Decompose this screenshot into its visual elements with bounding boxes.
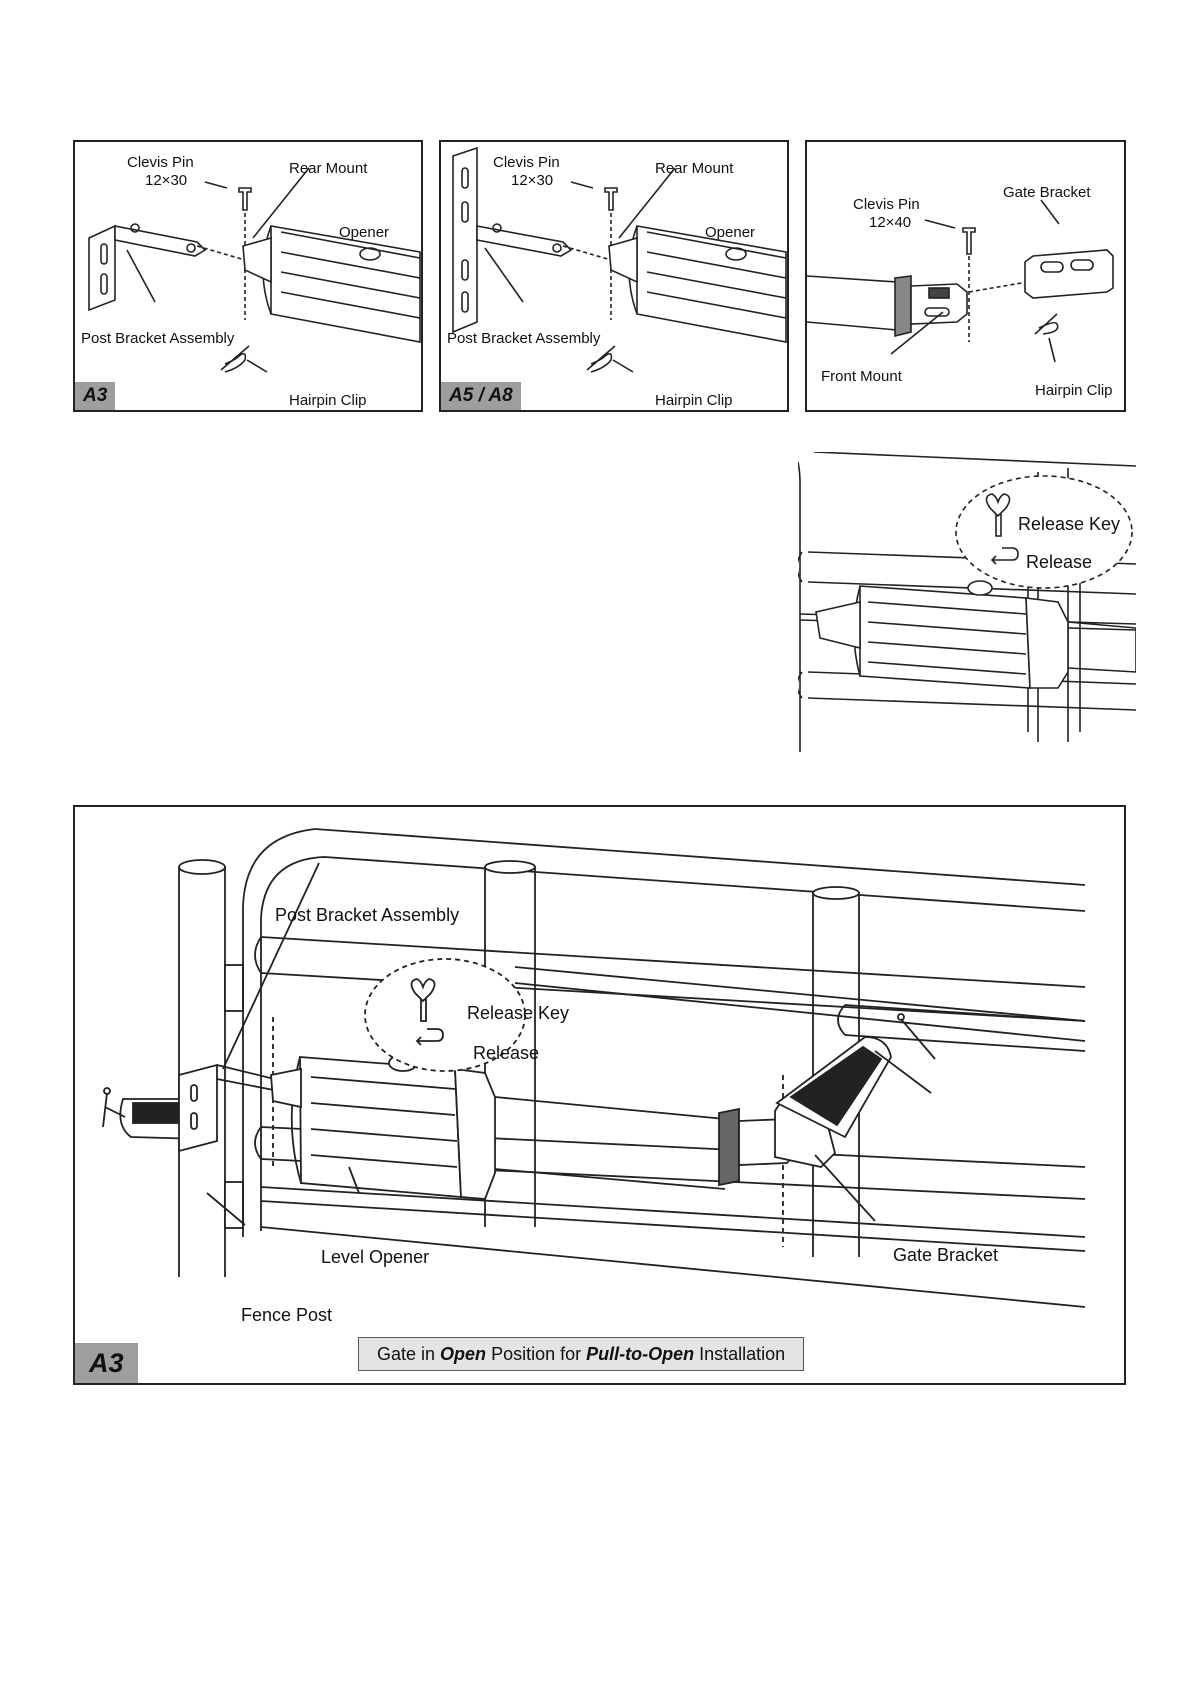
a3-opener-label: Opener (339, 224, 390, 241)
panel-a3-rear-mount: Clevis Pin 12×30 Rear Mount Opener Post … (73, 140, 423, 412)
panel-a5a8-rear-mount: Clevis Pin 12×30 Rear Mount Opener Post … (439, 140, 789, 412)
front-mount-label: Front Mount (821, 368, 902, 385)
main-release-key-label: Release Key (467, 1003, 570, 1023)
main-a3-illustration (102, 828, 1086, 1308)
front-clevis-pin-label: Clevis Pin (853, 196, 920, 213)
a5a8-tag: A5 / A8 (441, 382, 521, 410)
detail-release-label: Release (1026, 552, 1093, 572)
caption-pre: Gate in (377, 1344, 441, 1364)
front-pin-size-label: 12×40 (869, 214, 912, 231)
a3-rear-mount-label: Rear Mount (289, 160, 368, 177)
a5a8-rear-mount-label: Rear Mount (655, 160, 734, 177)
a5a8-clevis-pin-label: Clevis Pin (493, 154, 560, 171)
a3-hairpin-label: Hairpin Clip (289, 392, 367, 409)
main-gate-bracket-label: Gate Bracket (893, 1245, 999, 1265)
detail-release-key-label: Release Key (1018, 514, 1121, 534)
main-release-label: Release (473, 1043, 540, 1063)
main-a3-tag: A3 (75, 1343, 138, 1383)
a3-post-bracket-label: Post Bracket Assembly (81, 330, 235, 347)
caption-pull: Pull-to-Open (586, 1344, 695, 1364)
front-mount-illustration (807, 199, 1114, 363)
main-caption: Gate in Open Position for Pull-to-Open I… (358, 1337, 805, 1371)
a5a8-post-bracket-label: Post Bracket Assembly (447, 330, 601, 347)
front-hairpin-label: Hairpin Clip (1035, 382, 1113, 399)
a5a8-pin-size-label: 12×30 (511, 172, 554, 189)
main-fence-post-label: Fence Post (241, 1305, 333, 1325)
a5a8-rear-mount-illustration (452, 146, 787, 373)
release-detail: Release Key Release (798, 452, 1136, 762)
panel-main-a3: Post Bracket Assembly Release Key Releas… (73, 805, 1126, 1385)
main-level-opener-label: Level Opener (321, 1247, 430, 1267)
a3-clevis-pin-label: Clevis Pin (127, 154, 194, 171)
caption-post: Installation (694, 1344, 786, 1364)
release-detail-illustration (798, 452, 1136, 752)
main-post-bracket-label: Post Bracket Assembly (275, 905, 460, 925)
caption-open: Open (440, 1344, 487, 1364)
a3-small-tag: A3 (75, 382, 116, 410)
a5a8-hairpin-label: Hairpin Clip (655, 392, 733, 409)
panel-front-mount: Clevis Pin 12×40 Gate Bracket Front Moun… (805, 140, 1126, 412)
a3-rear-mount-illustration (88, 167, 421, 373)
a5a8-opener-label: Opener (705, 224, 756, 241)
caption-mid: Position for (486, 1344, 587, 1364)
a3-pin-size-label: 12×30 (145, 172, 188, 189)
front-gate-bracket-label: Gate Bracket (1003, 184, 1091, 201)
